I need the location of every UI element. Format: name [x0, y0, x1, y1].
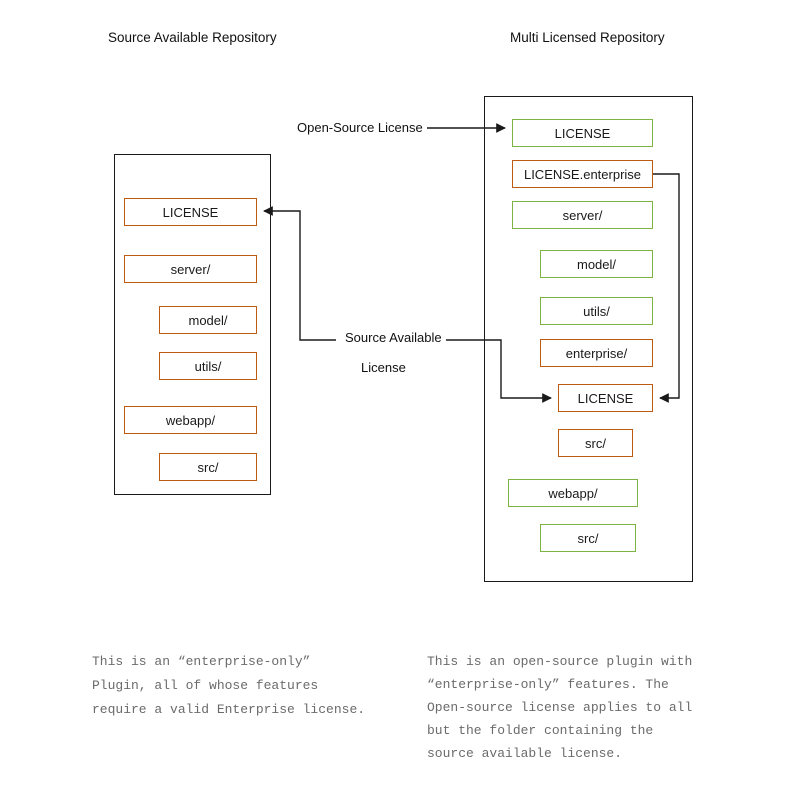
right-repo-container [484, 96, 693, 582]
right-node-license-enterprise[interactable]: LICENSE.enterprise [512, 160, 653, 188]
right-node-enterprise-src[interactable]: src/ [558, 429, 633, 457]
left-caption: This is an “enterprise-only” Plugin, all… [92, 654, 366, 717]
left-node-license[interactable]: LICENSE [124, 198, 257, 226]
right-node-license[interactable]: LICENSE [512, 119, 653, 147]
right-node-model[interactable]: model/ [540, 250, 653, 278]
right-node-webapp[interactable]: webapp/ [508, 479, 638, 507]
right-node-enterprise-license[interactable]: LICENSE [558, 384, 653, 412]
label-source-available-line1: Source Available [341, 330, 446, 345]
right-caption: This is an open-source plugin with “ente… [427, 654, 693, 761]
left-repo-title: Source Available Repository [108, 30, 277, 45]
right-node-utils[interactable]: utils/ [540, 297, 653, 325]
left-node-webapp[interactable]: webapp/ [124, 406, 257, 434]
label-open-source-license: Open-Source License [293, 120, 427, 135]
left-node-src[interactable]: src/ [159, 453, 257, 481]
wire-source-available-to-left [263, 206, 336, 341]
left-node-utils[interactable]: utils/ [159, 352, 257, 380]
right-node-server[interactable]: server/ [512, 201, 653, 229]
right-node-webapp-src[interactable]: src/ [540, 524, 636, 552]
left-node-server[interactable]: server/ [124, 255, 257, 283]
right-repo-title: Multi Licensed Repository [510, 30, 665, 45]
label-source-available-line2: License [357, 360, 410, 375]
right-node-enterprise[interactable]: enterprise/ [540, 339, 653, 367]
left-node-model[interactable]: model/ [159, 306, 257, 334]
